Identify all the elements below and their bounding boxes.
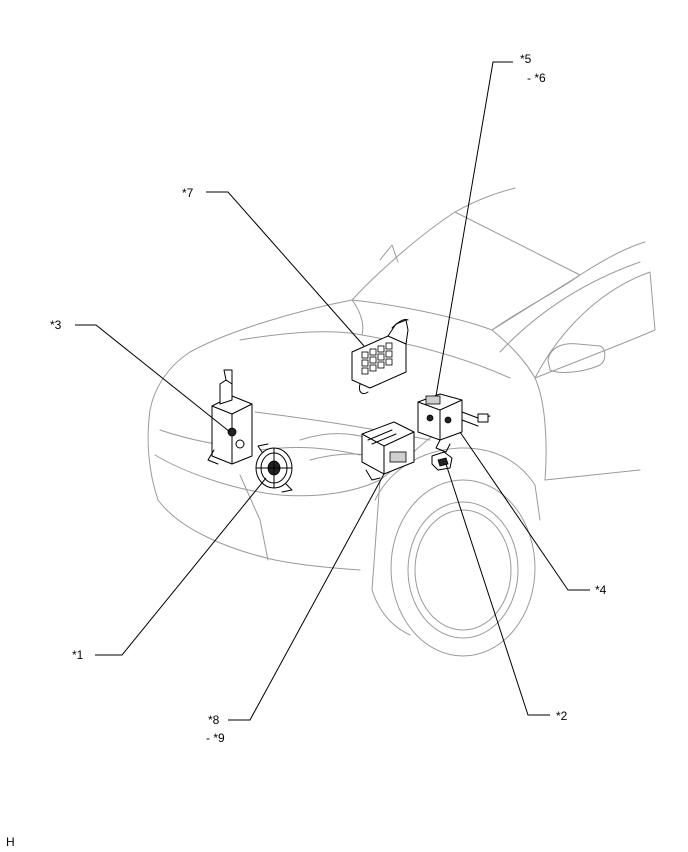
callout-3: *3 [50, 318, 62, 332]
component-8-control-unit [361, 421, 415, 481]
module-7-pins [361, 342, 393, 375]
callout-9: - *9 [206, 731, 225, 745]
figure-code: H [6, 835, 15, 849]
callout-2: *2 [556, 709, 568, 723]
callout-7: *7 [182, 186, 194, 200]
component-1-alternator [255, 443, 293, 493]
leader-4 [459, 431, 590, 591]
component-7-module [351, 319, 409, 395]
leader-3 [75, 324, 231, 433]
leader-lines [75, 61, 590, 721]
component-2-sensor [431, 451, 453, 471]
callout-8: *8 [208, 713, 220, 727]
actuator-cap [425, 395, 441, 405]
callout-5: *5 [520, 52, 532, 66]
callout-labels: *5 - *6 *7 *3 *4 *1 *2 *8 - *9 [50, 52, 607, 745]
leader-7 [206, 191, 365, 347]
callout-1: *1 [72, 648, 84, 662]
leader-5 [435, 61, 513, 397]
callout-6: - *6 [527, 71, 546, 85]
ecu-connector [389, 451, 407, 463]
leader-1 [95, 477, 267, 656]
leader-2 [445, 463, 550, 716]
component-5-actuator-assembly [417, 393, 491, 453]
leader-8 [228, 473, 385, 721]
component-3-washer-assembly [207, 369, 253, 465]
callout-4: *4 [595, 583, 607, 597]
